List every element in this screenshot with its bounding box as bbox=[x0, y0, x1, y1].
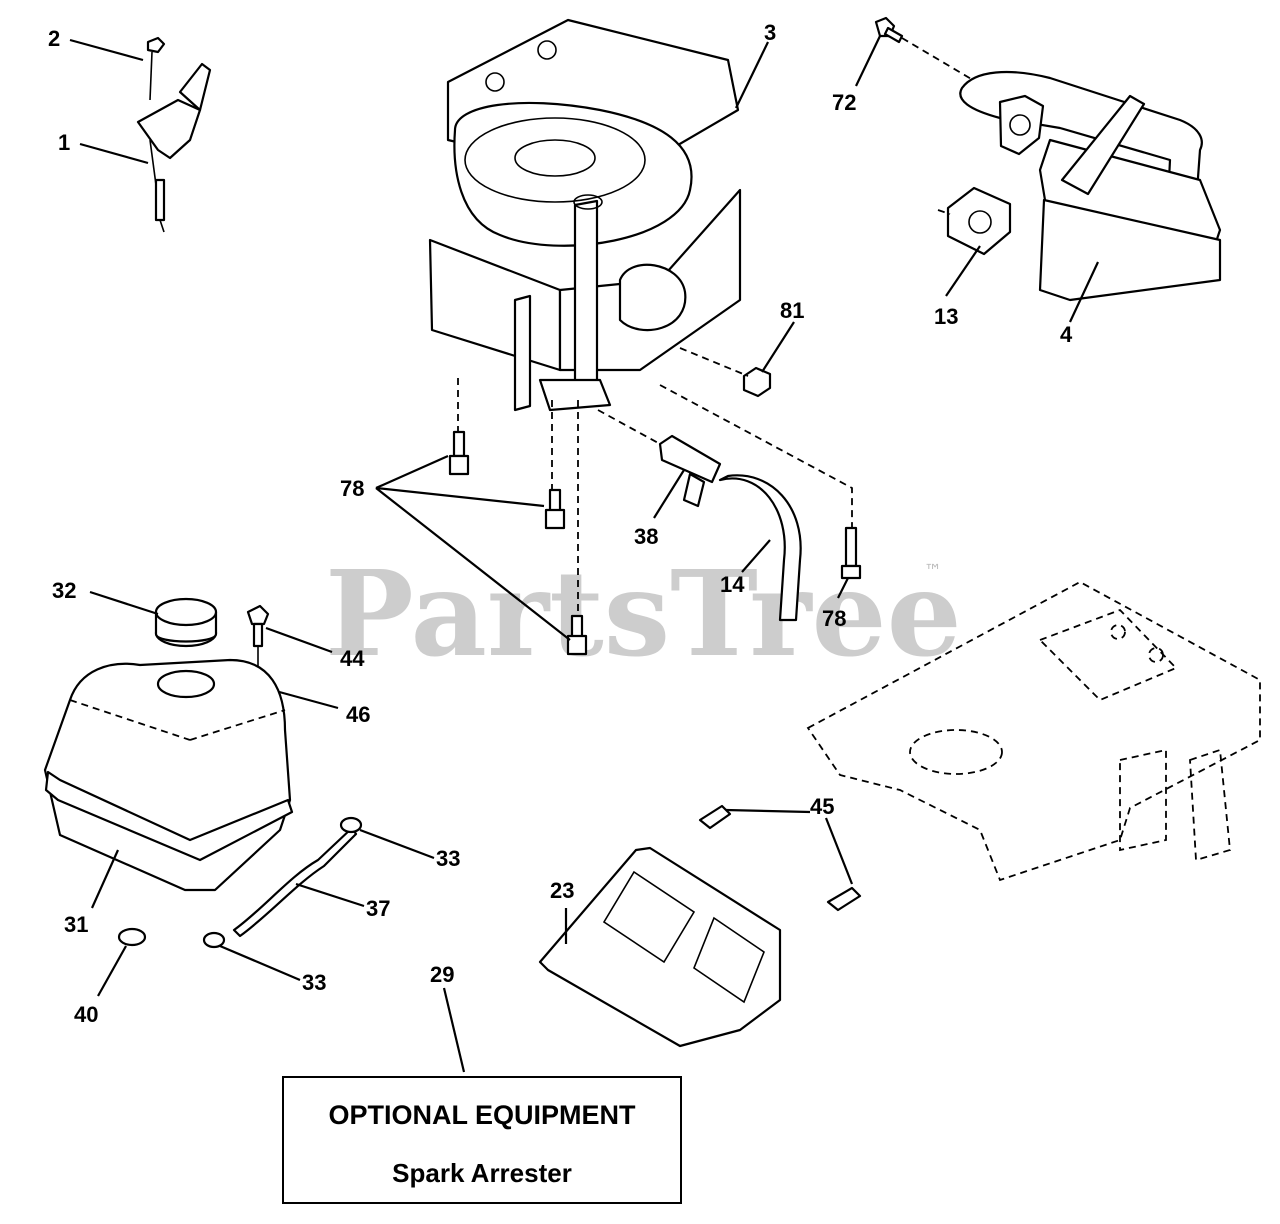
callout-31[interactable]: 31 bbox=[64, 912, 88, 937]
callout-14[interactable]: 14 bbox=[720, 572, 745, 597]
leader-33b bbox=[219, 944, 301, 982]
leader-32 bbox=[89, 590, 159, 616]
callout-45[interactable]: 45 bbox=[810, 794, 834, 819]
leader-29 bbox=[442, 987, 466, 1073]
gasket-hole bbox=[968, 210, 992, 234]
fuel-hose-part[interactable] bbox=[232, 826, 358, 938]
leader-2 bbox=[69, 38, 144, 62]
chassis-frame-part bbox=[806, 580, 1261, 882]
bolt-72-part[interactable] bbox=[874, 16, 904, 44]
callout-29[interactable]: 29 bbox=[430, 962, 454, 987]
leader-45a bbox=[725, 808, 811, 814]
trademark-symbol: ™ bbox=[924, 561, 942, 582]
leader-37 bbox=[295, 882, 365, 908]
callout-32[interactable]: 32 bbox=[52, 578, 76, 603]
fuel-line-part[interactable] bbox=[718, 474, 802, 622]
throttle-control-part[interactable] bbox=[136, 36, 212, 233]
shield-plate-part[interactable] bbox=[538, 846, 782, 1048]
callout-2[interactable]: 2 bbox=[48, 26, 60, 51]
callout-37[interactable]: 37 bbox=[366, 896, 390, 921]
leader-46 bbox=[271, 688, 339, 710]
leader-45b bbox=[824, 817, 854, 885]
callout-46[interactable]: 46 bbox=[346, 702, 370, 727]
screw-44-part[interactable] bbox=[246, 604, 270, 648]
dashed-guide-78d bbox=[659, 384, 853, 528]
dashed-guide-13 bbox=[937, 209, 951, 215]
dashed-guide-81 bbox=[679, 347, 749, 377]
callout-33b[interactable]: 33 bbox=[302, 970, 326, 995]
leader-78b bbox=[375, 486, 545, 508]
leader-13 bbox=[945, 245, 981, 297]
leader-72 bbox=[855, 35, 881, 87]
clamp-33-part[interactable] bbox=[202, 816, 363, 949]
leader-78c bbox=[375, 487, 571, 641]
callout-4[interactable]: 4 bbox=[1060, 322, 1073, 347]
leader-78a bbox=[375, 454, 449, 490]
leader-81 bbox=[761, 321, 795, 373]
callout-3[interactable]: 3 bbox=[764, 20, 776, 45]
optional-equipment-title: OPTIONAL EQUIPMENT bbox=[328, 1100, 636, 1130]
leader-38 bbox=[653, 469, 685, 519]
callout-23[interactable]: 23 bbox=[550, 878, 574, 903]
leader-1 bbox=[79, 142, 149, 165]
leader-14 bbox=[741, 539, 771, 573]
optional-equipment-subtitle: Spark Arrester bbox=[392, 1158, 572, 1188]
leader-78d bbox=[837, 577, 849, 599]
leader-44 bbox=[265, 626, 333, 654]
dashed-guide-72 bbox=[901, 37, 1001, 97]
watermark-text: PartsTree bbox=[325, 544, 962, 683]
callout-13[interactable]: 13 bbox=[934, 304, 958, 329]
gasket-part[interactable] bbox=[946, 186, 1012, 256]
callout-78a[interactable]: 78 bbox=[340, 476, 364, 501]
engine-part[interactable] bbox=[428, 18, 742, 412]
callout-78b[interactable]: 78 bbox=[822, 606, 846, 631]
grommet-40-part[interactable] bbox=[117, 927, 147, 947]
callout-33a[interactable]: 33 bbox=[436, 846, 460, 871]
screw-45-part[interactable] bbox=[698, 804, 862, 912]
nut-81-part[interactable] bbox=[742, 366, 772, 398]
callout-38[interactable]: 38 bbox=[634, 524, 658, 549]
leader-31 bbox=[90, 849, 120, 909]
callout-44[interactable]: 44 bbox=[340, 646, 365, 671]
muffler-part[interactable] bbox=[959, 70, 1222, 302]
leader-33a bbox=[359, 828, 435, 860]
leader-40 bbox=[97, 945, 127, 997]
callout-40[interactable]: 40 bbox=[74, 1002, 98, 1027]
callout-81[interactable]: 81 bbox=[780, 298, 804, 323]
optional-equipment-box: OPTIONAL EQUIPMENT Spark Arrester bbox=[282, 1076, 682, 1204]
bolts-78-part[interactable] bbox=[448, 430, 862, 656]
fuel-filter-part[interactable] bbox=[597, 409, 722, 508]
callout-1[interactable]: 1 bbox=[58, 130, 70, 155]
callout-72[interactable]: 72 bbox=[832, 90, 856, 115]
fuel-cap-part[interactable] bbox=[154, 597, 218, 648]
fuel-tank-part[interactable] bbox=[43, 658, 294, 892]
leader-4 bbox=[1069, 261, 1099, 323]
leader-3 bbox=[735, 41, 769, 109]
